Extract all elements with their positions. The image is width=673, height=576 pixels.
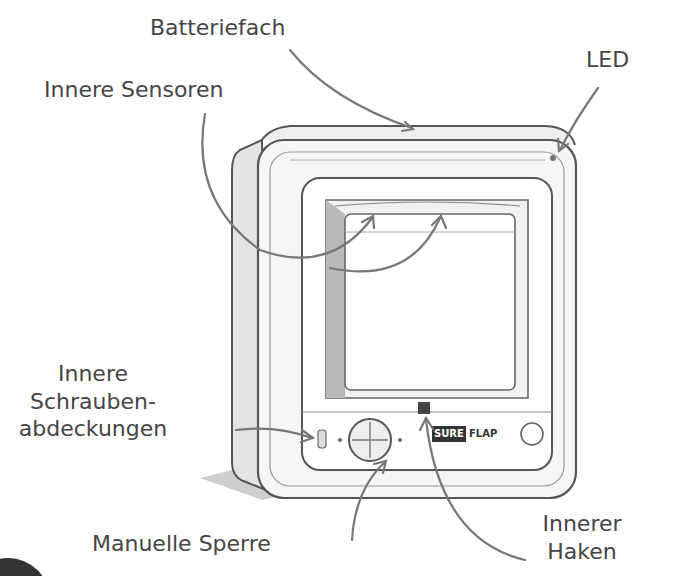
sensor-bar — [335, 202, 520, 206]
leader-line — [560, 88, 598, 150]
part-label: Innerer Haken — [532, 510, 632, 565]
battery-cover — [290, 159, 545, 160]
tunnel — [326, 200, 528, 398]
leader-head — [420, 418, 433, 430]
leader-line — [352, 462, 385, 540]
part-label: Manuelle Sperre — [92, 530, 271, 558]
logo-text: SURE — [434, 429, 464, 439]
leader-head — [374, 461, 386, 473]
leader-line — [426, 420, 525, 560]
leader-head — [432, 216, 446, 228]
part-label: Batteriefach — [150, 14, 285, 42]
leader-line — [330, 218, 440, 271]
leader-head — [402, 122, 413, 131]
button — [521, 423, 543, 445]
manual-lock — [349, 419, 391, 461]
leader-line — [236, 429, 312, 438]
logo-text: FLAP — [469, 429, 497, 439]
part-label: Innere Sensoren — [44, 76, 223, 104]
page-marker — [0, 558, 50, 576]
lock-grip — [352, 422, 388, 458]
leader-line — [202, 114, 372, 258]
tunnel-shade — [326, 200, 345, 398]
led-dot — [550, 155, 556, 161]
leader-head — [558, 139, 568, 151]
part-label: LED — [586, 46, 629, 74]
part-label: Innere Schrauben- abdeckungen — [18, 360, 168, 443]
inner-hook — [418, 402, 430, 414]
lock-mark — [338, 438, 342, 442]
lock-mark — [398, 438, 402, 442]
screw-cover — [318, 430, 326, 448]
leader-head — [362, 216, 374, 228]
leader-line — [290, 50, 412, 128]
frame-edge — [270, 152, 564, 486]
logo-box — [432, 426, 466, 442]
outer-frame — [258, 140, 576, 498]
leader-head — [301, 430, 313, 442]
flap-door — [345, 214, 515, 390]
flap-hinge — [345, 231, 515, 232]
